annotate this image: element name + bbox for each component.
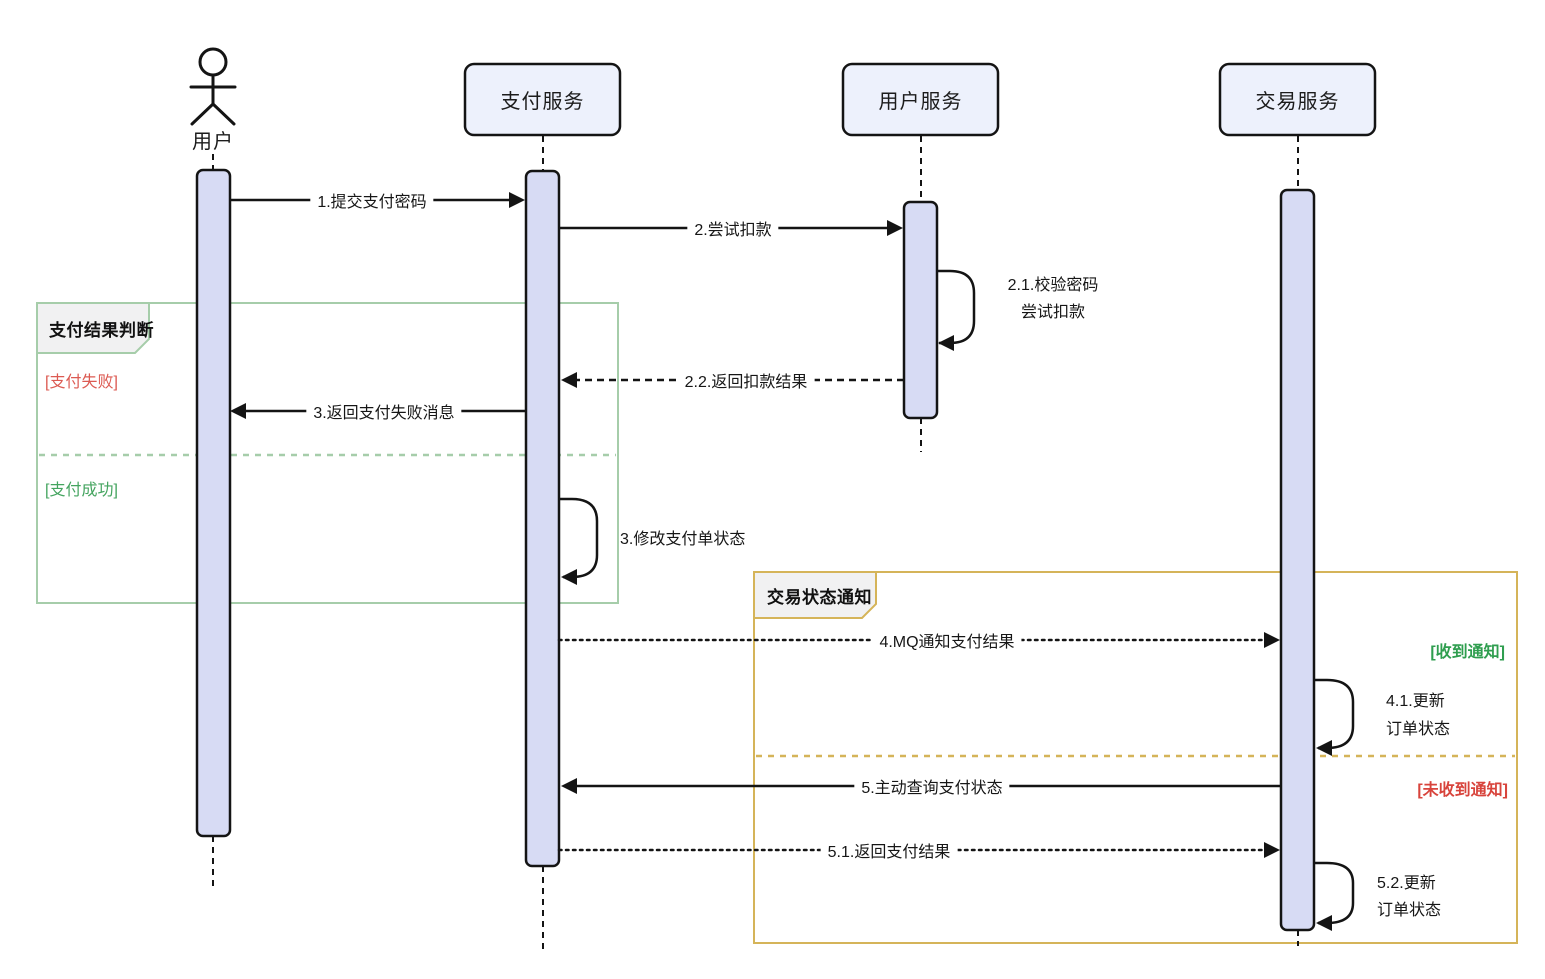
frame-title-payment-result: 支付结果判断 <box>49 321 154 340</box>
message-label-2-1-line1: 2.1.校验密码 <box>1007 277 1099 294</box>
participant-box-trade-service <box>1218 62 1377 137</box>
participant-label-user: 用户 <box>192 131 234 153</box>
message-self-loop-4-1 <box>1315 678 1355 756</box>
message-label-5-2-line1: 5.2.更新 <box>1377 875 1436 892</box>
participant-label-payment-service: 支付服务 <box>500 91 585 113</box>
message-label-4: 4.MQ通知支付结果 <box>872 628 1022 652</box>
message-label-4-1-line2: 订单状态 <box>1386 721 1451 738</box>
message-label-2: 2.尝试扣款 <box>687 216 779 240</box>
message-arrow-2-2 <box>561 372 904 388</box>
guard-payment-success: [支付成功] <box>45 482 118 499</box>
message-label-5-2: 5.2.更新 订单状态 <box>1377 870 1441 924</box>
frame-trade-notify-tab <box>753 571 877 619</box>
message-label-5-2-line2: 订单状态 <box>1377 902 1442 919</box>
frame-title-trade-notify: 交易状态通知 <box>767 588 872 607</box>
message-self-loop-5-2 <box>1315 861 1355 931</box>
message-label-2-2: 2.2.返回扣款结果 <box>677 368 815 392</box>
message-self-loop-2-1 <box>937 269 976 351</box>
activation-bar-user-service <box>902 200 939 420</box>
message-label-3-self: 3.修改支付单状态 <box>620 531 746 548</box>
activation-bars <box>195 168 1316 932</box>
message-label-2-1: 2.1.校验密码 尝试扣款 <box>998 272 1108 326</box>
guard-notify-not-received: [未收到通知] <box>1417 782 1508 799</box>
message-label-5-1: 5.1.返回支付结果 <box>820 838 958 862</box>
frame-payment-result-tab <box>36 302 150 354</box>
actor-figure <box>189 47 237 126</box>
activation-bar-user <box>195 168 232 838</box>
participant-box-payment-service <box>463 62 622 137</box>
participant-box-user-service <box>841 62 1000 137</box>
participant-boxes <box>463 62 1377 137</box>
guard-notify-received: [收到通知] <box>1430 644 1505 661</box>
message-label-4-1: 4.1.更新 订单状态 <box>1386 688 1450 744</box>
frame-payment-result <box>36 302 619 604</box>
message-label-3: 3.返回支付失败消息 <box>306 399 462 423</box>
activation-bar-payment-service <box>524 169 561 868</box>
message-label-2-1-line2: 尝试扣款 <box>1020 304 1085 321</box>
message-label-4-1-line1: 4.1.更新 <box>1386 693 1445 710</box>
lifelines <box>212 136 1299 950</box>
activation-bar-trade-service <box>1279 188 1316 932</box>
frame-trade-notify <box>753 571 1518 944</box>
participant-label-trade-service: 交易服务 <box>1255 91 1340 113</box>
message-self-loop-3 <box>560 497 599 585</box>
message-label-1: 1.提交支付密码 <box>310 188 434 212</box>
guard-payment-fail: [支付失败] <box>45 374 118 391</box>
participant-label-user-service: 用户服务 <box>878 91 963 113</box>
message-label-5: 5.主动查询支付状态 <box>854 774 1010 798</box>
